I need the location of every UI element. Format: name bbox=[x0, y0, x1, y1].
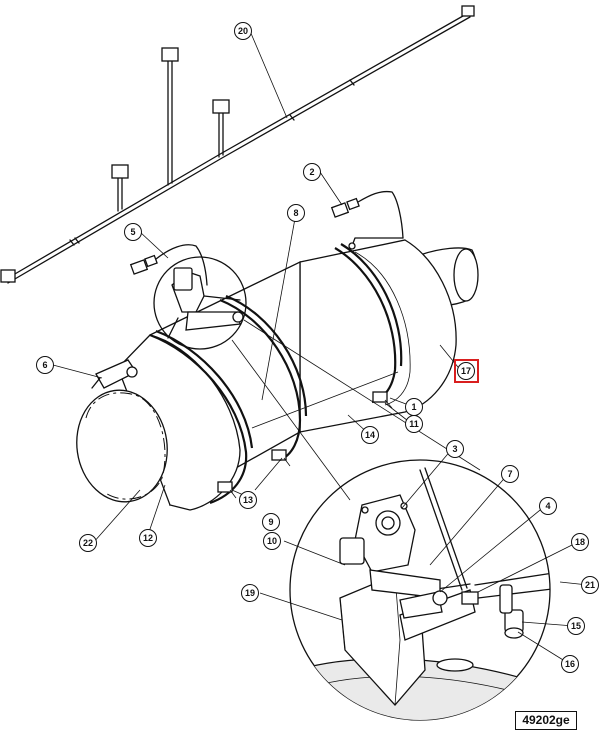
callout-19: 19 bbox=[241, 584, 259, 602]
svg-text:4: 4 bbox=[545, 501, 550, 511]
detail-circle-small bbox=[153, 256, 247, 350]
detail-link bbox=[243, 319, 481, 471]
svg-text:20: 20 bbox=[238, 26, 248, 36]
callout-10: 10 bbox=[263, 532, 281, 550]
callout-13: 13 bbox=[239, 491, 257, 509]
callout-17: 17 bbox=[457, 362, 475, 380]
wiring-harness bbox=[0, 5, 475, 284]
callout-22: 22 bbox=[79, 534, 97, 552]
highlight-box bbox=[454, 359, 479, 383]
svg-text:3: 3 bbox=[452, 444, 457, 454]
svg-text:22: 22 bbox=[83, 538, 93, 548]
callout-1: 1 bbox=[405, 398, 423, 416]
sensor-5 bbox=[129, 244, 208, 286]
detail-link bbox=[231, 339, 351, 501]
drawing-reference-label: 49202ge bbox=[515, 711, 577, 730]
exhaust-canister bbox=[76, 239, 479, 511]
svg-text:17: 17 bbox=[461, 366, 471, 376]
svg-text:18: 18 bbox=[575, 537, 585, 547]
svg-text:13: 13 bbox=[243, 495, 253, 505]
callout-9: 9 bbox=[262, 513, 280, 531]
svg-text:5: 5 bbox=[130, 227, 135, 237]
svg-text:6: 6 bbox=[42, 360, 47, 370]
svg-text:8: 8 bbox=[293, 208, 298, 218]
callout-21: 21 bbox=[581, 576, 599, 594]
callout-12: 12 bbox=[139, 529, 157, 547]
callout-5: 5 bbox=[124, 223, 142, 241]
callout-11: 11 bbox=[405, 415, 423, 433]
svg-text:1: 1 bbox=[411, 402, 416, 412]
callout-18: 18 bbox=[571, 533, 589, 551]
svg-text:7: 7 bbox=[507, 469, 512, 479]
svg-text:14: 14 bbox=[365, 430, 375, 440]
svg-text:2: 2 bbox=[309, 167, 314, 177]
svg-text:21: 21 bbox=[585, 580, 595, 590]
callout-7: 7 bbox=[501, 465, 519, 483]
callout-6: 6 bbox=[36, 356, 54, 374]
svg-text:15: 15 bbox=[571, 621, 581, 631]
callout-3: 3 bbox=[446, 440, 464, 458]
callout-16: 16 bbox=[561, 655, 579, 673]
svg-text:11: 11 bbox=[409, 419, 419, 429]
callout-2: 2 bbox=[303, 163, 321, 181]
svg-text:19: 19 bbox=[245, 588, 255, 598]
svg-text:9: 9 bbox=[268, 517, 273, 527]
callout-8: 8 bbox=[287, 204, 305, 222]
sensor-2 bbox=[330, 190, 404, 250]
callout-4: 4 bbox=[539, 497, 557, 515]
callout-15: 15 bbox=[567, 617, 585, 635]
svg-text:10: 10 bbox=[267, 536, 277, 546]
svg-text:12: 12 bbox=[143, 533, 153, 543]
detail-circle-large bbox=[289, 459, 551, 721]
callout-14: 14 bbox=[361, 426, 379, 444]
svg-text:16: 16 bbox=[565, 659, 575, 669]
callout-20: 20 bbox=[234, 22, 252, 40]
